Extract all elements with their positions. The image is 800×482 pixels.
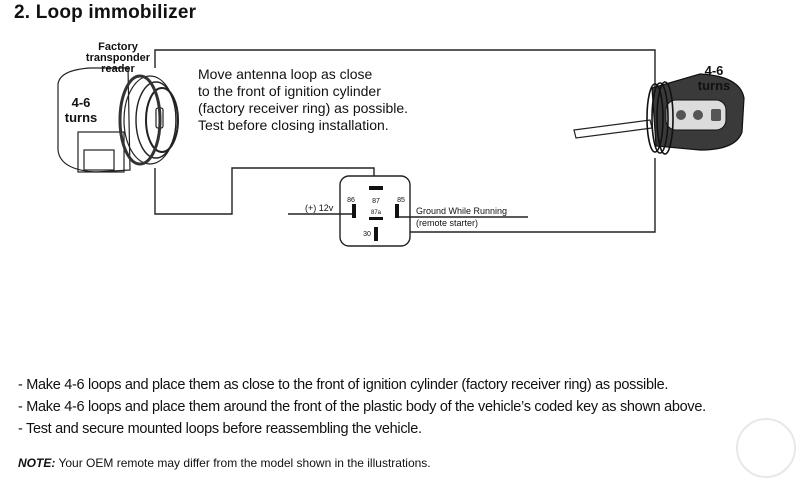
relay-body [339, 175, 411, 247]
reader-label-line-1: Factory [98, 41, 139, 53]
right-turns-label: 4-6 turns [698, 63, 731, 93]
instruction-notes: - Make 4-6 loops and place them as close… [18, 374, 706, 440]
instruction-line-2: to the front of ignition cylinder [198, 83, 381, 99]
note-item-2: - Make 4-6 loops and place them around t… [18, 399, 706, 415]
remote-starter-label: (remote starter) [416, 218, 478, 228]
left-turns-count: 4-6 [72, 95, 91, 110]
right-turns-word: turns [698, 78, 731, 93]
note-item-1: - Make 4-6 loops and place them as close… [18, 377, 669, 393]
pin-87-label: 87 [372, 198, 380, 205]
pin-87a-label: 87a [371, 210, 382, 216]
footnote-label: NOTE: [18, 456, 56, 470]
reader-label-line-2: transponder [86, 52, 151, 64]
ground-label: Ground While Running [416, 206, 507, 216]
pin-30-label: 30 [363, 231, 371, 238]
relay: 87 86 85 87a 30 [339, 175, 411, 247]
instruction-line-4: Test before closing installation. [198, 117, 389, 133]
footnote-text: Your OEM remote may differ from the mode… [55, 456, 431, 470]
right-turns-count: 4-6 [705, 63, 724, 78]
relay-leads [288, 213, 528, 218]
pin-85-label: 85 [397, 197, 405, 204]
note-item-3: - Test and secure mounted loops before r… [18, 421, 422, 437]
left-turns-label: 4-6 turns [65, 95, 98, 125]
key-fob-illustration [573, 73, 745, 155]
page-title: 2. Loop immobilizer [14, 2, 197, 23]
antenna-loop-wire [154, 49, 656, 233]
instruction-text: Move antenna loop as close to the front … [198, 66, 408, 133]
pin-86-label: 86 [347, 197, 355, 204]
reader-label-line-3: reader [101, 63, 135, 75]
watermark-seal [736, 418, 796, 478]
left-turns-word: turns [65, 110, 98, 125]
input-12v-label: (+) 12v [305, 203, 334, 213]
instruction-line-1: Move antenna loop as close [198, 66, 373, 82]
ignition-cylinder-illustration [57, 67, 179, 173]
wiring-diagram: Factory transponder reader 4-6 turns Mov… [57, 41, 745, 247]
footnote: NOTE: Your OEM remote may differ from th… [18, 456, 431, 470]
instruction-line-3: (factory receiver ring) as possible. [198, 100, 408, 116]
reader-label: Factory transponder reader [86, 41, 151, 75]
